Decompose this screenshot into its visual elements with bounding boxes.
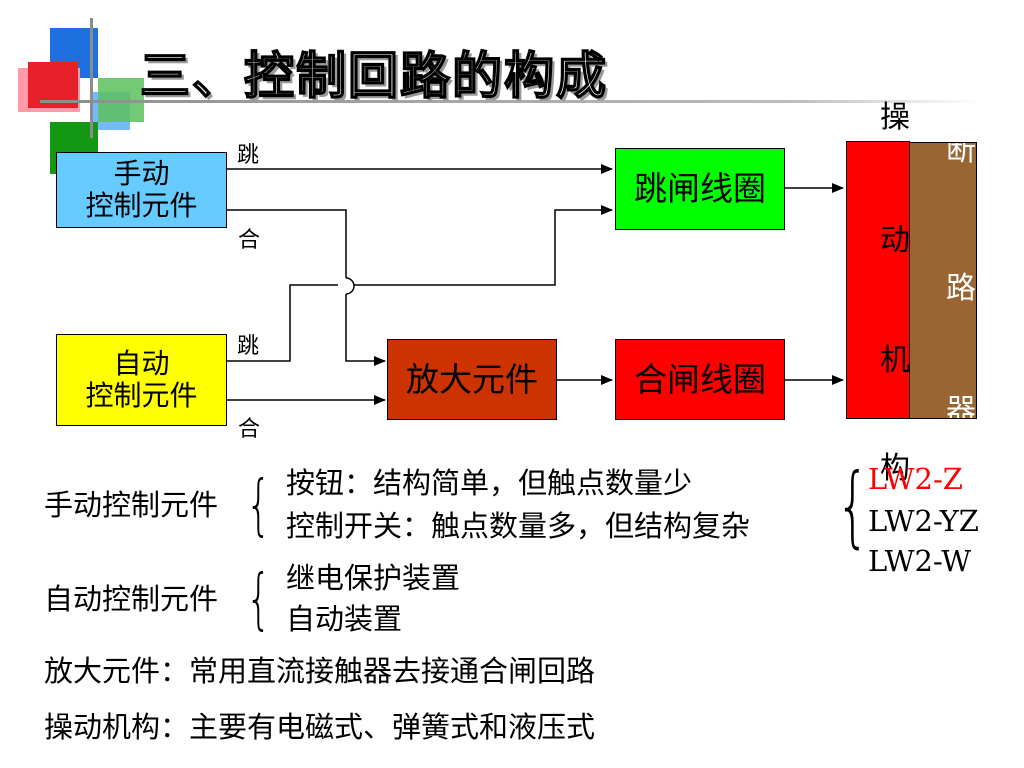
auto-item-relay: 继电保护装置 — [286, 561, 461, 595]
mechanism-char-3: 机 — [880, 343, 910, 378]
auto-item-device: 自动装置 — [286, 602, 403, 636]
amplifier-box: 放大元件 — [387, 339, 557, 420]
mechanism-char-2: 动 — [880, 223, 910, 258]
label-close-manual: 合 — [238, 228, 261, 253]
switch-type-lw2w: LW2-W — [868, 544, 972, 578]
manual-control-box: 手动 控制元件 — [56, 152, 227, 228]
auto-control-title: 自动控制元件 — [44, 582, 219, 616]
breaker-char-2: 路 — [946, 271, 976, 306]
switch-type-lw2yz: LW2-YZ — [868, 504, 979, 538]
manual-control-title: 手动控制元件 — [44, 488, 219, 522]
label-trip-manual: 跳 — [237, 143, 260, 168]
decor-vline — [90, 18, 93, 138]
breaker-box — [908, 142, 977, 419]
switch-type-lw2z: LW2-Z — [868, 462, 963, 496]
manual-item-switch: 控制开关：触点数量多，但结构复杂 — [286, 509, 751, 543]
mechanism-char-1: 操 — [880, 100, 910, 135]
breaker-label-clip: 断 路 器 — [909, 143, 976, 418]
trip-coil-box: 跳闸线圈 — [615, 148, 785, 230]
close-coil-box: 合闸线圈 — [615, 339, 785, 420]
label-close-auto: 合 — [238, 417, 261, 442]
manual-brace: { — [246, 466, 272, 543]
page-title: 三、控制回路的构成 — [139, 46, 608, 106]
mechanism-char-4: 构 — [880, 451, 910, 486]
amplifier-note: 放大元件：常用直流接触器去接通合闸回路 — [44, 654, 596, 688]
manual-item-button: 按钮：结构简单，但触点数量少 — [286, 466, 693, 500]
auto-control-box: 自动 控制元件 — [56, 334, 227, 426]
switch-brace: { — [836, 454, 870, 557]
breaker-char-3: 器 — [946, 393, 976, 418]
operating-mechanism-box — [846, 141, 910, 419]
decor-hline — [40, 100, 980, 103]
label-trip-auto: 跳 — [237, 334, 260, 359]
mechanism-note: 操动机构：主要有电磁式、弹簧式和液压式 — [44, 710, 596, 744]
breaker-char-1: 断 — [946, 143, 976, 168]
auto-brace: { — [246, 560, 272, 637]
